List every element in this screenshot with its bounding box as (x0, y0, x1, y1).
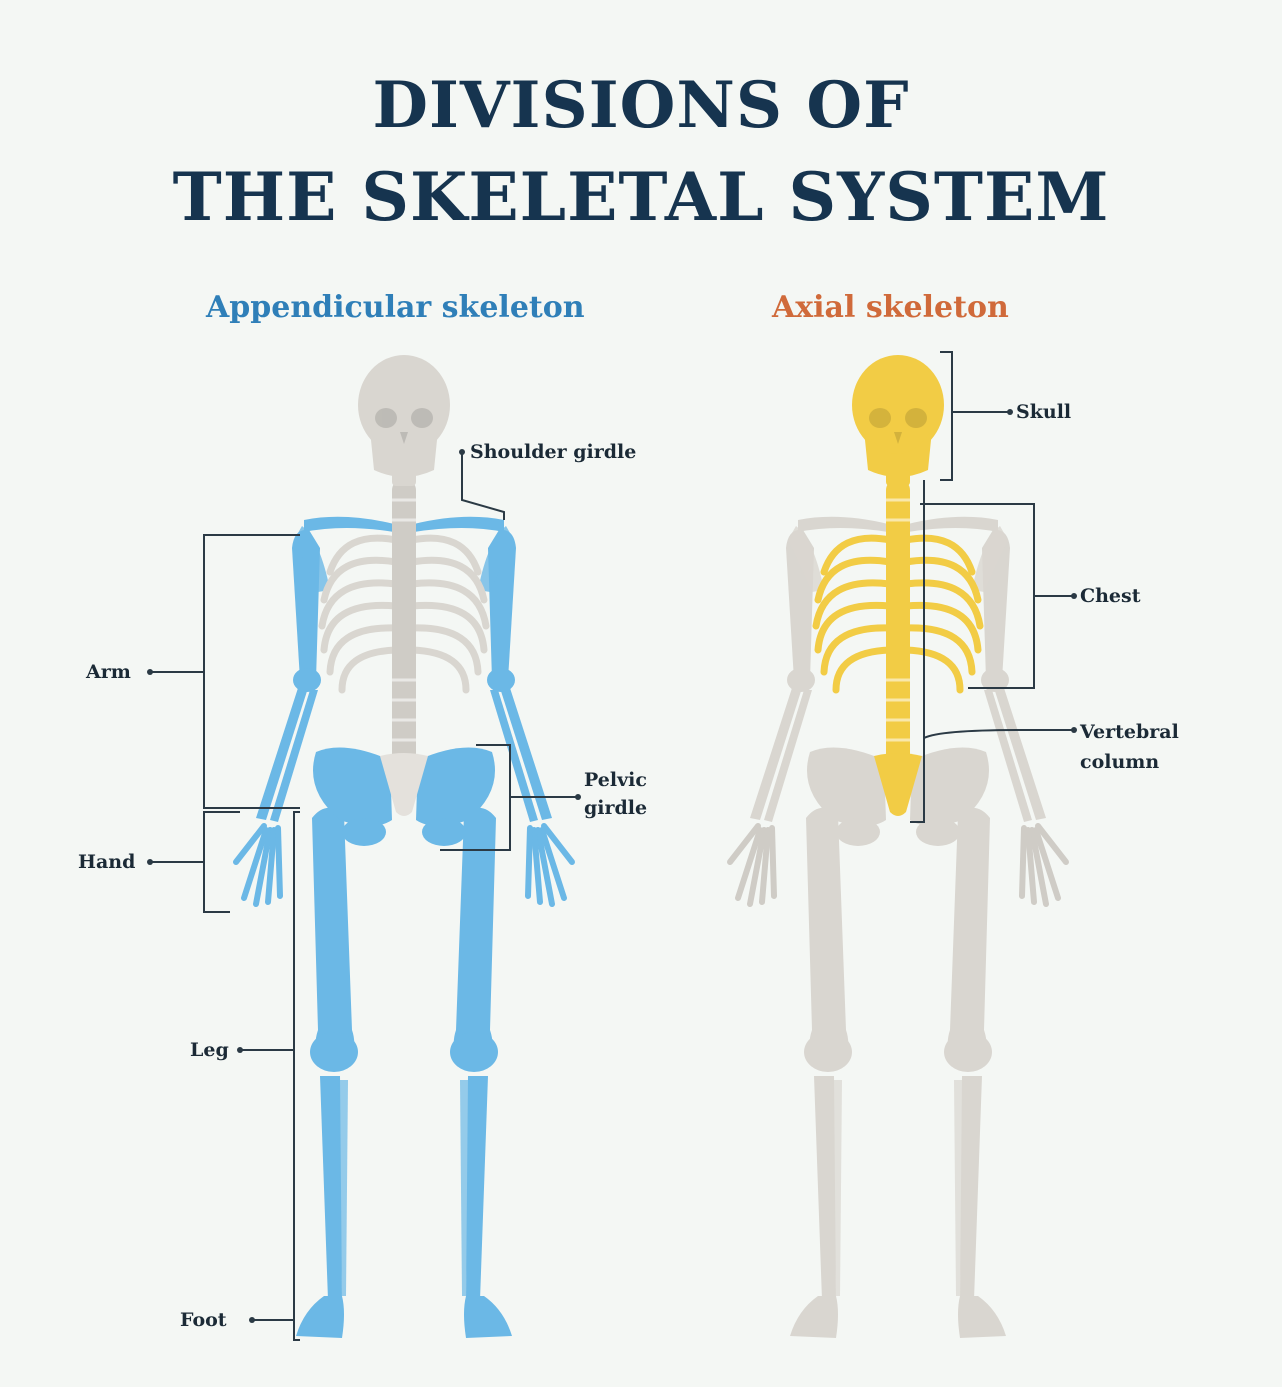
label-dots (147, 409, 1077, 1323)
label-leg: Leg (190, 1039, 229, 1061)
axial-skeleton-figure (730, 355, 1066, 1338)
label-skull: Skull (1016, 401, 1071, 423)
label-vertebral-column-line-1: Vertebral (1079, 721, 1179, 743)
label-chest: Chest (1080, 585, 1141, 607)
label-pelvic-girdle-line-1: Pelvic (584, 769, 647, 791)
appendicular-skeleton-figure (236, 355, 572, 1338)
label-foot: Foot (180, 1309, 227, 1331)
label-shoulder-girdle: Shoulder girdle (470, 441, 636, 463)
label-vertebral-column-line-2: column (1080, 751, 1159, 773)
label-arm: Arm (85, 661, 131, 683)
label-pelvic-girdle-line-2: girdle (584, 797, 647, 819)
label-hand: Hand (78, 851, 135, 873)
